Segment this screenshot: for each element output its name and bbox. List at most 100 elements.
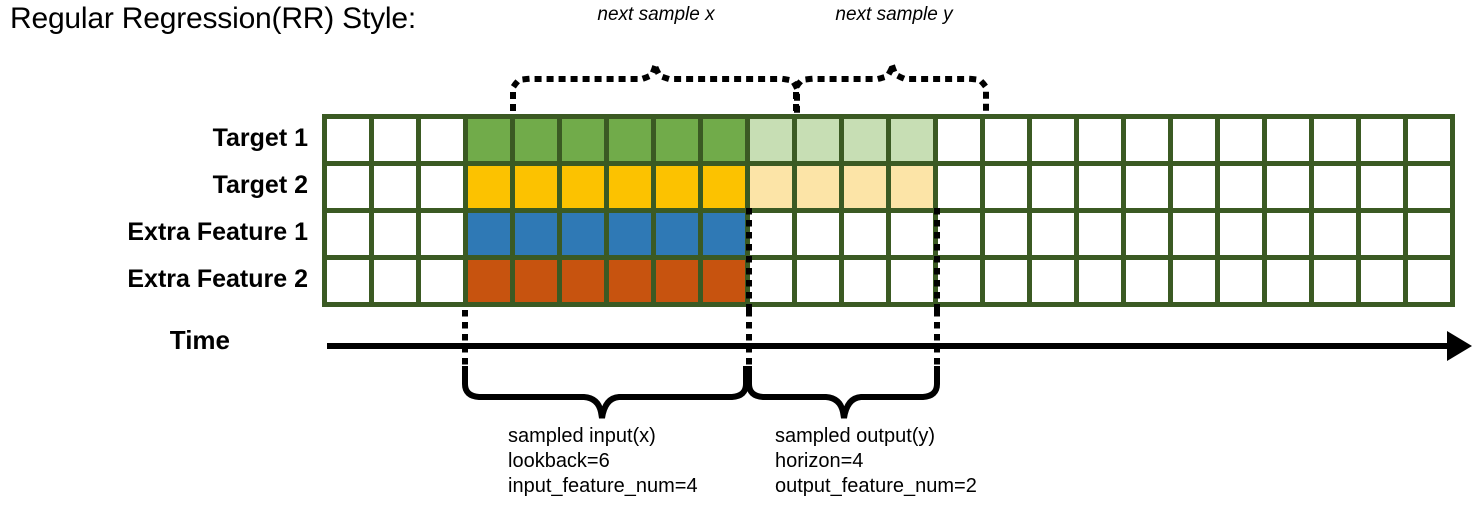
grid-cell-r4-c11 <box>797 260 839 302</box>
grid-cell-r4-c24 <box>1408 260 1450 302</box>
grid-cell-r4-c7 <box>609 260 651 302</box>
grid-cell-r4-c14 <box>938 260 980 302</box>
grid-cell-r2-c24 <box>1408 166 1450 208</box>
grid-cell-r1-c22 <box>1314 119 1356 161</box>
grid-cell-r4-c13 <box>891 260 933 302</box>
grid-cell-r3-c21 <box>1267 213 1309 255</box>
grid-cell-r3-c17 <box>1079 213 1121 255</box>
grid-cell-r4-c22 <box>1314 260 1356 302</box>
grid-cell-r4-c16 <box>1032 260 1074 302</box>
page-title: Regular Regression(RR) Style: <box>10 2 417 35</box>
grid-cell-r2-c15 <box>985 166 1027 208</box>
grid-cell-r1-c6 <box>562 119 604 161</box>
grid-cell-r3-c23 <box>1361 213 1403 255</box>
note-sampled-output: sampled output(y) horizon=4 output_featu… <box>775 424 977 499</box>
grid-cell-r1-c14 <box>938 119 980 161</box>
grid-cell-r1-c16 <box>1032 119 1074 161</box>
grid-cell-r3-c3 <box>421 213 463 255</box>
grid-cell-r2-c22 <box>1314 166 1356 208</box>
grid-cell-r4-c15 <box>985 260 1027 302</box>
grid-cell-r3-c4 <box>468 213 510 255</box>
grid-cell-r4-c10 <box>750 260 792 302</box>
grid-cell-r2-c7 <box>609 166 651 208</box>
grid-cell-r2-c6 <box>562 166 604 208</box>
grid-cell-r1-c2 <box>374 119 416 161</box>
grid-cell-r3-c14 <box>938 213 980 255</box>
grid-cell-r3-c11 <box>797 213 839 255</box>
grid-cell-r4-c3 <box>421 260 463 302</box>
grid-cell-r4-c4 <box>468 260 510 302</box>
row-label-target-2: Target 2 <box>212 171 308 199</box>
grid-cell-r4-c8 <box>656 260 698 302</box>
grid-cell-r1-c9 <box>703 119 745 161</box>
grid-cell-r4-c21 <box>1267 260 1309 302</box>
grid-cell-r2-c4 <box>468 166 510 208</box>
grid-cell-r3-c20 <box>1220 213 1262 255</box>
grid-cell-r4-c19 <box>1173 260 1215 302</box>
grid-cell-r4-c5 <box>515 260 557 302</box>
timeline-grid <box>322 114 1455 307</box>
time-axis-arrow-icon <box>1447 331 1472 361</box>
grid-cell-r4-c9 <box>703 260 745 302</box>
grid-cell-r2-c12 <box>844 166 886 208</box>
grid-cell-r2-c3 <box>421 166 463 208</box>
note-input-line-3: input_feature_num=4 <box>508 475 698 497</box>
grid-cell-r4-c6 <box>562 260 604 302</box>
grid-cell-r1-c3 <box>421 119 463 161</box>
grid-cell-r1-c20 <box>1220 119 1262 161</box>
grid-cell-r2-c2 <box>374 166 416 208</box>
grid-cell-r4-c2 <box>374 260 416 302</box>
note-input-line-2: lookback=6 <box>508 450 610 472</box>
grid-cell-r1-c5 <box>515 119 557 161</box>
note-output-line-3: output_feature_num=2 <box>775 475 977 497</box>
grid-cell-r2-c5 <box>515 166 557 208</box>
grid-cell-r3-c10 <box>750 213 792 255</box>
grid-cell-r2-c23 <box>1361 166 1403 208</box>
grid-cell-r3-c16 <box>1032 213 1074 255</box>
grid-cell-r2-c8 <box>656 166 698 208</box>
grid-cell-r3-c8 <box>656 213 698 255</box>
grid-cell-r1-c11 <box>797 119 839 161</box>
grid-cell-r3-c6 <box>562 213 604 255</box>
grid-cell-r1-c12 <box>844 119 886 161</box>
input-boundary-dotted-inner <box>746 208 752 313</box>
grid-cell-r1-c8 <box>656 119 698 161</box>
grid-cell-r2-c14 <box>938 166 980 208</box>
grid-cell-r2-c11 <box>797 166 839 208</box>
grid-cell-r1-c1 <box>327 119 369 161</box>
grid-cell-r2-c18 <box>1126 166 1168 208</box>
grid-cell-r3-c13 <box>891 213 933 255</box>
grid-cell-r3-c18 <box>1126 213 1168 255</box>
grid-cell-r2-c1 <box>327 166 369 208</box>
bottom-brace-output <box>746 366 940 419</box>
grid-cell-r4-c18 <box>1126 260 1168 302</box>
grid-cell-r3-c5 <box>515 213 557 255</box>
grid-cell-r2-c10 <box>750 166 792 208</box>
note-output-line-2: horizon=4 <box>775 450 864 472</box>
grid-cell-r2-c21 <box>1267 166 1309 208</box>
grid-cell-r3-c2 <box>374 213 416 255</box>
grid-cell-r1-c23 <box>1361 119 1403 161</box>
grid-cell-r2-c13 <box>891 166 933 208</box>
axis-label-time: Time <box>169 325 230 355</box>
note-output-line-1: sampled output(y) <box>775 425 936 447</box>
row-label-target-1: Target 1 <box>212 124 308 152</box>
grid-cell-r4-c20 <box>1220 260 1262 302</box>
grid-cell-r3-c12 <box>844 213 886 255</box>
grid-cell-r3-c24 <box>1408 213 1450 255</box>
time-axis-line <box>327 343 1455 349</box>
next-sample-x-label: next sample x <box>597 4 715 25</box>
grid-cell-r1-c10 <box>750 119 792 161</box>
grid-cell-r3-c9 <box>703 213 745 255</box>
row-label-extra-feature-1: Extra Feature 1 <box>127 218 308 246</box>
grid-cell-r4-c23 <box>1361 260 1403 302</box>
top-brace-x <box>510 63 989 123</box>
grid-cell-r1-c7 <box>609 119 651 161</box>
grid-cell-r3-c7 <box>609 213 651 255</box>
grid-cell-r1-c13 <box>891 119 933 161</box>
grid-cell-r2-c19 <box>1173 166 1215 208</box>
sample-start-dotted <box>462 310 468 370</box>
grid-cell-r1-c15 <box>985 119 1027 161</box>
grid-cell-r2-c20 <box>1220 166 1262 208</box>
